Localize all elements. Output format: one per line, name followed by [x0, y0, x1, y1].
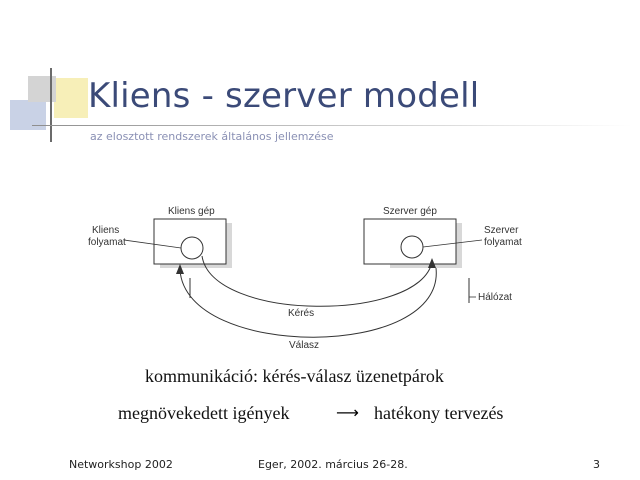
server-process-label-line1: Szerver [484, 225, 519, 236]
client-machine-label: Kliens gép [168, 206, 215, 217]
client-process-pointer [123, 239, 182, 249]
client-process-label-line1: Kliens [92, 225, 119, 236]
client-process-circle [180, 236, 204, 260]
body-line-communication: kommunikáció: kérés-válasz üzenetpárok [145, 366, 444, 386]
decor-yellow-square [54, 78, 88, 118]
decor-vertical-line [50, 68, 52, 142]
right-arrow-icon: ⟶ [336, 403, 359, 422]
server-machine-label: Szerver gép [383, 206, 437, 217]
server-process-label-line2: folyamat [484, 237, 522, 248]
decor-horizontal-line [32, 125, 632, 126]
response-arrow [179, 267, 437, 338]
server-process-circle [400, 235, 424, 259]
request-label: Kérés [288, 308, 314, 319]
slide-title: Kliens - szerver modell [88, 76, 480, 116]
server-process-pointer [422, 239, 483, 248]
body-line-efficient-design: hatékony tervezés [374, 403, 504, 423]
footer-page-number: 3 [593, 458, 600, 471]
response-label: Válasz [289, 340, 319, 351]
footer-event: Networkshop 2002 [69, 458, 173, 471]
request-arrow [201, 255, 433, 307]
slide-subtitle: az elosztott rendszerek általános jellem… [90, 130, 334, 143]
network-label: Hálózat [478, 292, 512, 303]
body-line-demands: megnövekedett igények [118, 403, 290, 423]
client-process-label-line2: folyamat [88, 237, 126, 248]
request-arrowhead [428, 258, 436, 268]
footer-location-date: Eger, 2002. március 26-28. [258, 458, 408, 471]
response-arrowhead [176, 264, 184, 274]
